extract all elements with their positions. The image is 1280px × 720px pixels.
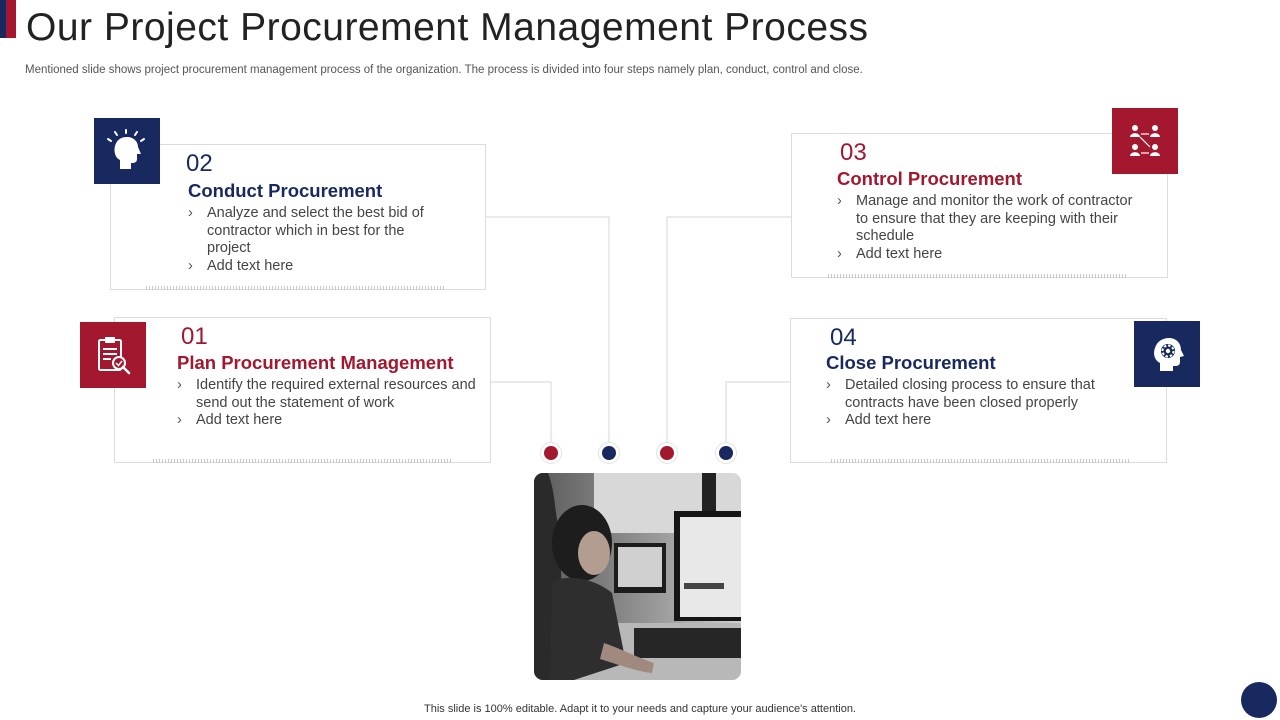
step-number: 03 bbox=[840, 139, 867, 167]
card-dashed-accent bbox=[831, 459, 1131, 463]
bullet-item: Manage and monitor the work of contracto… bbox=[837, 193, 1137, 246]
step-bullets: Identify the required external resources… bbox=[177, 377, 477, 430]
step-card-04: 04 Close Procurement Detailed closing pr… bbox=[790, 318, 1167, 463]
bullet-item: Analyze and select the best bid of contr… bbox=[188, 205, 428, 258]
clipboard-check-icon bbox=[80, 322, 146, 388]
page-nav-button[interactable] bbox=[1241, 682, 1277, 718]
step-title: Conduct Procurement bbox=[188, 180, 382, 202]
step-title: Plan Procurement Management bbox=[177, 352, 454, 374]
connector-dot-step-04 bbox=[719, 446, 733, 460]
gear-head-icon bbox=[1134, 321, 1200, 387]
connector-step-04 bbox=[726, 382, 790, 442]
step-bullets: Analyze and select the best bid of contr… bbox=[188, 205, 428, 275]
card-dashed-accent bbox=[146, 286, 446, 290]
connector-step-01 bbox=[491, 382, 551, 442]
connector-dot-step-01 bbox=[544, 446, 558, 460]
bullet-item: Add text here bbox=[826, 412, 1111, 430]
bullet-item: Detailed closing process to ensure that … bbox=[826, 377, 1111, 412]
office-workers-photo bbox=[534, 473, 741, 680]
bullet-item: Add text here bbox=[177, 412, 477, 430]
step-card-01: 01 Plan Procurement Management Identify … bbox=[114, 317, 491, 463]
step-bullets: Detailed closing process to ensure that … bbox=[826, 377, 1111, 430]
connector-dot-step-03 bbox=[660, 446, 674, 460]
step-number: 02 bbox=[186, 150, 213, 178]
bullet-item: Add text here bbox=[188, 258, 428, 276]
step-number: 04 bbox=[830, 324, 857, 352]
step-number: 01 bbox=[181, 323, 208, 351]
connector-step-02 bbox=[486, 217, 609, 442]
connector-step-03 bbox=[667, 217, 791, 442]
step-title: Close Procurement bbox=[826, 352, 996, 374]
bullet-item: Identify the required external resources… bbox=[177, 377, 477, 412]
idea-head-icon bbox=[94, 118, 160, 184]
slide-footer: This slide is 100% editable. Adapt it to… bbox=[0, 703, 1280, 715]
connector-dot-step-02 bbox=[602, 446, 616, 460]
step-bullets: Manage and monitor the work of contracto… bbox=[837, 193, 1137, 263]
step-card-02: 02 Conduct Procurement Analyze and selec… bbox=[110, 144, 486, 290]
bullet-item: Add text here bbox=[837, 246, 1137, 264]
team-network-icon bbox=[1112, 108, 1178, 174]
card-dashed-accent bbox=[828, 274, 1128, 278]
card-dashed-accent bbox=[153, 459, 453, 463]
step-title: Control Procurement bbox=[837, 168, 1022, 190]
